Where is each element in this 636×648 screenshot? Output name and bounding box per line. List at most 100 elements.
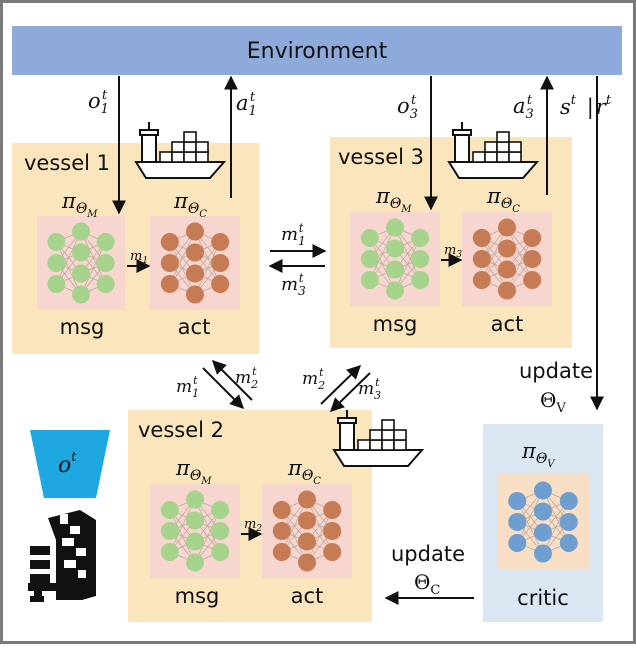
net-node (186, 285, 204, 304)
msg-arrow-v2-v1 (212, 360, 253, 401)
internal-msg-label: m2 (244, 517, 262, 534)
net-node (523, 271, 542, 289)
ship-container (472, 151, 486, 163)
msg-v3-v1-label: m3t (281, 271, 306, 298)
net-node (160, 522, 179, 540)
net-node (186, 490, 204, 509)
net-node (508, 492, 527, 510)
net-node (72, 222, 90, 241)
ship-container (508, 141, 522, 153)
ship-container (369, 429, 383, 441)
net-node (559, 492, 578, 510)
net-node (298, 490, 316, 509)
net-node (211, 275, 230, 293)
net-node (534, 481, 552, 500)
msg-v2-v1-label: m2t (235, 365, 258, 391)
net-node (211, 543, 230, 561)
ship-container (183, 131, 197, 143)
net-node (160, 233, 179, 251)
vessel-1-act-network (150, 216, 240, 310)
net-node (534, 523, 552, 542)
vessel-2-label: vessel 2 (138, 418, 224, 442)
ship-container (393, 429, 407, 441)
ship-container (159, 151, 173, 163)
net-node (559, 534, 578, 552)
net-node (534, 502, 552, 521)
vessel-3-act-network (462, 212, 552, 306)
net-node (47, 254, 66, 272)
ship-hull (447, 161, 540, 179)
vessel-3-act-policy: πΘC (486, 184, 520, 215)
net-node (472, 250, 491, 268)
net-node (186, 511, 204, 530)
net-node (211, 254, 230, 272)
camera-icon: ot (30, 430, 110, 498)
ship-bridge-top (139, 129, 159, 136)
vessel-2-msg-label: msg (175, 584, 220, 608)
net-node (498, 260, 516, 279)
msg-arrow-v1-v2 (202, 367, 244, 409)
ship-bridge (141, 133, 157, 163)
vessel-3-act-label: act (491, 312, 524, 336)
net-node (72, 243, 90, 262)
net-node (498, 239, 516, 258)
update-v-param: ΘV (540, 388, 566, 416)
net-node (559, 513, 578, 531)
net-node (96, 233, 115, 251)
net-node (508, 513, 527, 531)
vessel-1-msg-policy: πΘM (61, 189, 98, 220)
net-node (508, 534, 527, 552)
msg-v1-v2-label: m1t (176, 374, 199, 400)
net-node (186, 532, 204, 551)
ship-container (195, 141, 209, 153)
vessel-1-msg-network (37, 216, 125, 310)
net-node (160, 501, 179, 519)
msg-v3-v2-label: m3t (358, 376, 381, 402)
net-node (498, 218, 516, 237)
net-edge (194, 241, 221, 295)
net-node (211, 233, 230, 251)
state-reward-label: st |rt (560, 93, 612, 120)
msg-v1-v3-label: m1t (281, 221, 306, 248)
net-edge (394, 237, 421, 291)
net-edge (306, 509, 333, 563)
ship-icon (447, 122, 540, 179)
vessel-2-msg-network (150, 484, 240, 578)
msg-v2-v3-label: m2t (302, 366, 325, 392)
net-node (211, 522, 230, 540)
ship-container (171, 141, 185, 153)
net-edge (542, 500, 570, 554)
net-node (160, 543, 179, 561)
ship-container (369, 439, 383, 451)
net-node (96, 254, 115, 272)
vessel-1-act-label: act (178, 315, 211, 339)
vessel-1-label: vessel 1 (24, 151, 110, 175)
net-node (323, 522, 342, 540)
ship-hull (332, 449, 425, 467)
ship-bridge-top (337, 417, 357, 424)
ship-container (183, 151, 197, 163)
net-node (411, 229, 430, 247)
net-node (386, 281, 404, 300)
vessel-2-act-policy: πΘC (287, 456, 321, 487)
net-edge (194, 509, 221, 563)
net-node (411, 271, 430, 289)
net-node (96, 275, 115, 293)
net-node (323, 543, 342, 561)
msg-arrow-v2-v3 (320, 365, 362, 405)
critic-network (497, 474, 589, 570)
ship-bridge (339, 421, 355, 451)
ship-container (195, 151, 209, 163)
net-edge (169, 231, 196, 285)
net-node (411, 250, 430, 268)
ship-bridge-top (452, 129, 472, 136)
obs-v3-label: o3t (397, 93, 418, 122)
ship-icon (134, 122, 227, 179)
action-v3-label: a3t (513, 93, 534, 122)
ship-container (496, 131, 510, 143)
net-node (523, 229, 542, 247)
net-node (186, 222, 204, 241)
